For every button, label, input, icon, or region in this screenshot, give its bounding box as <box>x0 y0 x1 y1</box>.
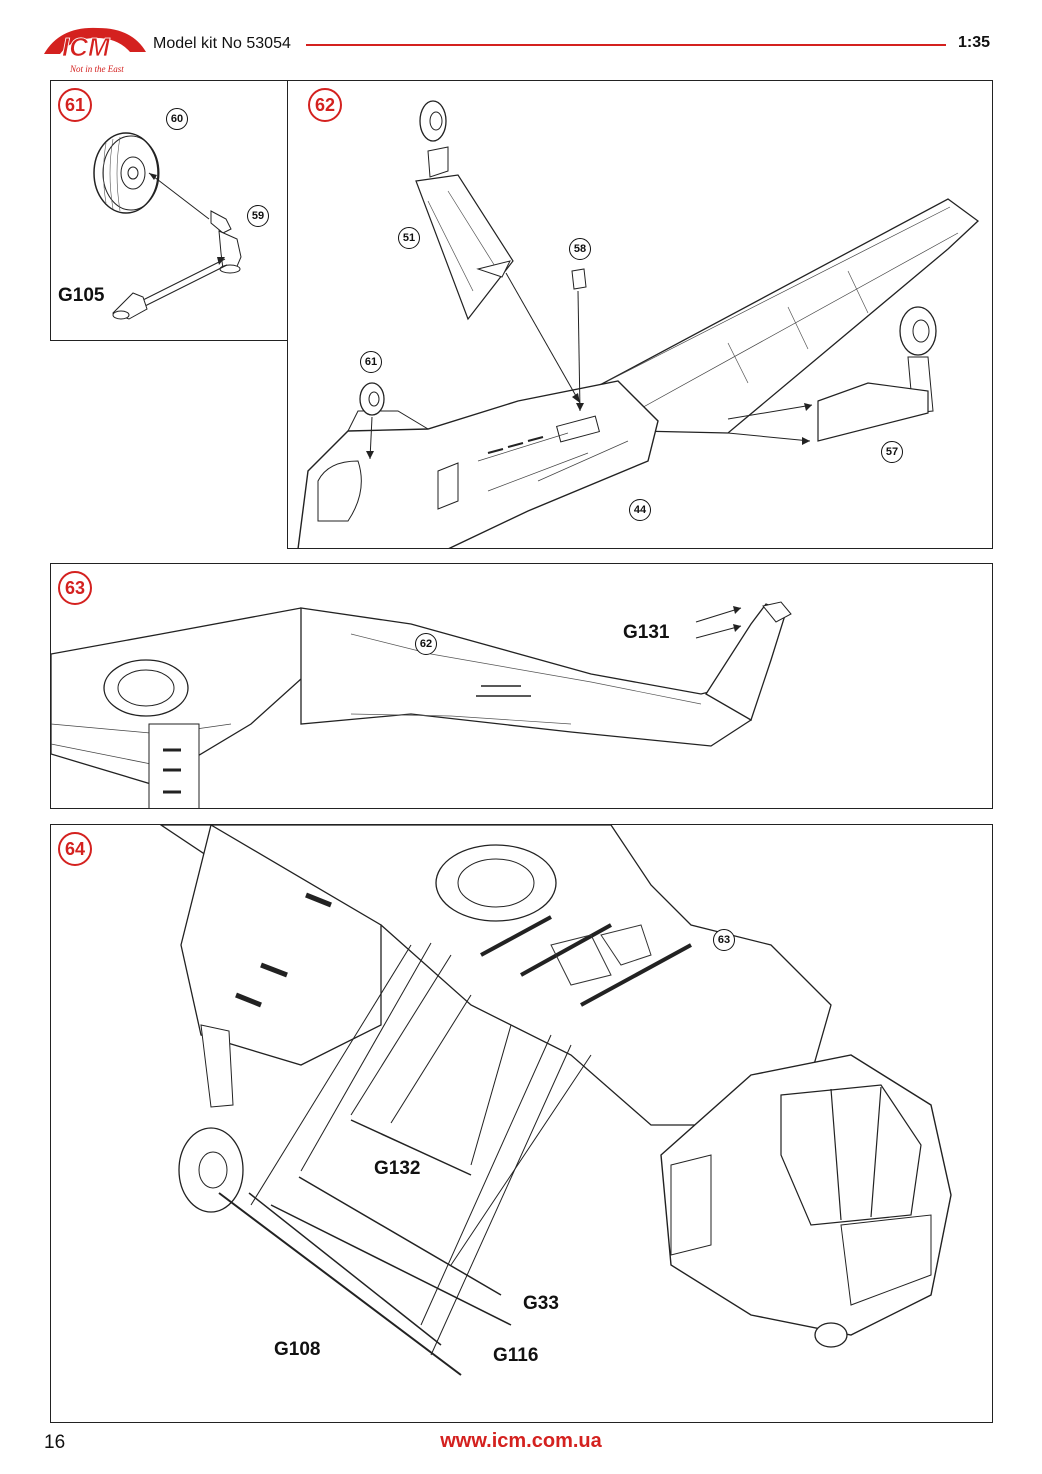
step-62-drawing <box>297 100 980 548</box>
website-link[interactable]: www.icm.com.ua <box>440 1430 602 1452</box>
step-61-panel: 61 60 59 G105 <box>50 80 288 341</box>
step-number-badge: 63 <box>58 571 92 605</box>
part-number: 58 <box>569 238 591 260</box>
part-label: G131 <box>623 622 670 643</box>
part-number: 59 <box>247 205 269 227</box>
svg-text:Not in the East: Not in the East <box>69 64 124 74</box>
step-number-badge: 64 <box>58 832 92 866</box>
part-number: 62 <box>415 633 437 655</box>
part-number: 57 <box>881 441 903 463</box>
step-63-panel: 63 62 G131 <box>50 563 993 809</box>
part-label: G132 <box>374 1158 421 1179</box>
model-title: Model kit No 53054 <box>153 35 291 52</box>
page-number: 16 <box>44 1432 66 1453</box>
header-rule <box>306 44 946 46</box>
part-label: G105 <box>58 285 105 306</box>
step-64-panel: 64 63 G132 G33 G108 G116 <box>50 824 993 1423</box>
step-62-panel: 62 51 58 61 44 57 <box>287 80 993 549</box>
part-label: G33 <box>523 1293 559 1314</box>
part-label: G108 <box>274 1339 321 1360</box>
step-64-drawing <box>159 825 952 1376</box>
part-number: 63 <box>713 929 735 951</box>
part-number: 60 <box>166 108 188 130</box>
step-number-badge: 62 <box>308 88 342 122</box>
svg-text:ICM: ICM <box>62 32 111 62</box>
step-number-badge: 61 <box>58 88 92 122</box>
part-number: 44 <box>629 499 651 521</box>
step-61-drawing <box>93 132 242 320</box>
step-63-drawing <box>51 601 792 808</box>
part-number: 51 <box>398 227 420 249</box>
icm-logo: ICM Not in the East <box>40 18 150 78</box>
scale-label: 1:35 <box>957 34 990 51</box>
part-label: G116 <box>493 1345 539 1366</box>
part-number: 61 <box>360 351 382 373</box>
